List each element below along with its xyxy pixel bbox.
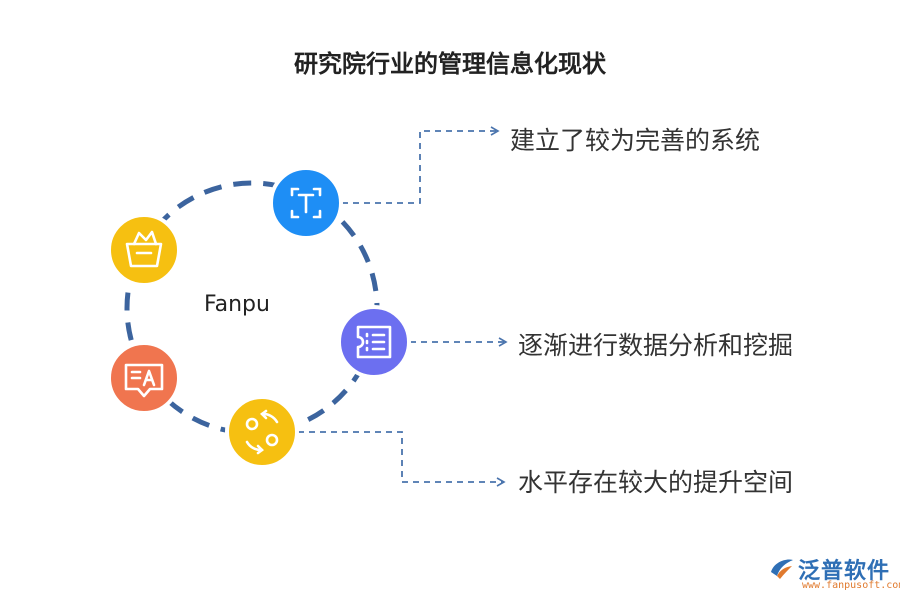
node-translate bbox=[107, 341, 181, 415]
translate-bubble-icon bbox=[124, 363, 164, 398]
node-basket bbox=[107, 213, 181, 287]
node-1 bbox=[269, 166, 343, 240]
diagram-title: 研究院行业的管理信息化现状 bbox=[294, 50, 606, 78]
center-label: Fanpu bbox=[204, 292, 270, 317]
sync-people-icon bbox=[245, 409, 279, 455]
brand-logo: 泛普软件 www.fanpusoft.com bbox=[768, 552, 900, 598]
text-frame-icon bbox=[290, 187, 322, 219]
item-2-text: 逐渐进行数据分析和挖掘 bbox=[518, 331, 794, 360]
item-1-text: 建立了较为完善的系统 bbox=[510, 126, 761, 155]
connector-3 bbox=[298, 431, 506, 487]
brand-name: 泛普软件 bbox=[798, 559, 891, 584]
item-3-text: 水平存在较大的提升空间 bbox=[518, 468, 794, 497]
ticket-list-icon bbox=[356, 325, 392, 359]
brand-url: www.fanpusoft.com bbox=[802, 580, 900, 591]
connector-1 bbox=[342, 126, 500, 204]
node-3 bbox=[225, 395, 299, 469]
node-2 bbox=[337, 305, 411, 379]
brand-logo-icon bbox=[771, 559, 793, 579]
basket-icon bbox=[125, 230, 163, 268]
